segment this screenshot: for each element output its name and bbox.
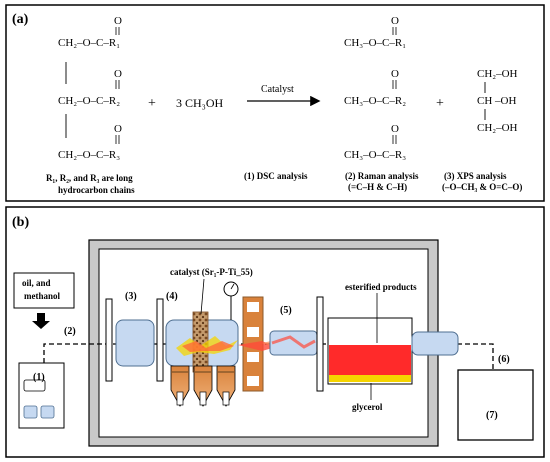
catalyst-label: Catalyst: [261, 84, 294, 95]
panel-b-label: (b): [12, 215, 29, 230]
flame-red: [182, 341, 234, 352]
feed-label-line1: oil, and: [22, 278, 51, 288]
label-n1: (1): [33, 372, 45, 383]
ester-row1: CH₃–O–C–R₁: [344, 37, 406, 49]
tg-o3: O: [114, 123, 122, 135]
methanol-formula: 3 CH₃OH: [176, 96, 224, 110]
tg-row3: CH₂–O–C–R₃: [58, 149, 120, 161]
plus-sign-2: +: [436, 96, 444, 111]
feed-down-arrow-icon: [32, 313, 50, 329]
methyl-esters: O CH₃–O–C–R₁ O CH₃–O–C–R₂ O CH₃–O–C–R₃: [344, 15, 406, 161]
exit-cylinder: [411, 331, 459, 356]
heater-1-tip: [176, 391, 184, 406]
feed-box: [13, 272, 75, 309]
gauge-needle: [230, 283, 235, 290]
r-groups-note-line1: R₁, R₂, and R₃ are long: [46, 173, 133, 183]
raman-analysis-line1: (2) Raman analysis: [345, 171, 419, 181]
ester-row3: CH₃–O–C–R₃: [344, 149, 406, 161]
ester-row2: CH₃–O–C–R₂: [344, 95, 406, 107]
tg-o1: O: [114, 15, 122, 27]
glycerol-label: glycerol: [352, 402, 383, 412]
glycerol-row3: CH₂–OH: [477, 122, 518, 134]
ester-o3: O: [391, 123, 399, 135]
pump-button-left: [23, 405, 38, 419]
label-n4: (4): [166, 291, 178, 302]
middle-plate: [156, 298, 164, 382]
tg-row1: CH₂–O–C–R₁: [58, 37, 120, 49]
pump-display: [23, 379, 46, 392]
outlet-plate: [316, 296, 324, 392]
triglyceride: O CH₂–O–C–R₁ O CH₂–O–C–R₂ O CH₂–O–C–R₃: [58, 15, 122, 161]
heater-1: [170, 365, 190, 407]
pump-button-right: [40, 405, 55, 419]
esterified-products-layer: [329, 345, 411, 375]
collection-box: [457, 369, 534, 441]
preheater-3: [115, 319, 155, 367]
label-n5: (5): [280, 305, 292, 316]
heater-2: [193, 365, 213, 407]
xps-analysis-line2: (–O–CH₃ & O=C–O): [442, 182, 522, 192]
dsc-analysis-label: (1) DSC analysis: [244, 171, 308, 181]
glycerol-row1: CH₂–OH: [477, 68, 518, 80]
panel-a: (a) O CH₂–O–C–R₁ O CH₂–O–C–R₂ O CH₂–O–C–…: [5, 4, 545, 202]
panel-a-frame: [5, 4, 545, 202]
heater-3-tip: [222, 391, 230, 406]
panel-b: (b) oil, and methanol (1) (2) (3) (4): [5, 206, 545, 458]
ester-o1: O: [391, 15, 399, 27]
catalyst-leader-line: [200, 278, 205, 315]
esterified-products-label: esterified products: [345, 282, 417, 292]
feed-label-line2: methanol: [24, 291, 60, 301]
plus-sign-1: +: [148, 96, 156, 111]
flame-streak-3: [271, 335, 316, 349]
heating-plate-window-3: [247, 352, 259, 362]
heater-3: [216, 365, 236, 407]
inlet-plate: [105, 298, 113, 382]
label-n6: (6): [498, 354, 510, 365]
heating-plate-window-1: [247, 302, 259, 312]
glycerol-structure: CH₂–OH CH –OH CH₂–OH: [477, 68, 518, 134]
heater-2-tip: [199, 391, 207, 406]
heating-plate-window-4: [247, 376, 259, 386]
tg-o2: O: [114, 68, 122, 80]
heating-plate-window-2: [247, 327, 259, 337]
label-n7: (7): [486, 410, 498, 421]
label-n3: (3): [125, 291, 137, 302]
r-groups-note-line2: hydrocarbon chains: [58, 185, 135, 195]
panel-a-label: (a): [12, 12, 29, 27]
xps-analysis-line1: (3) XPS analysis: [444, 171, 507, 181]
tg-row2: CH₂–O–C–R₂: [58, 95, 120, 107]
glycerol-layer: [329, 375, 411, 382]
ester-o2: O: [391, 68, 399, 80]
glycerol-row2: CH –OH: [477, 95, 516, 107]
label-n2: (2): [64, 326, 76, 337]
catalyst-component-label: catalyst (Sr₁-P-Ti_55): [170, 267, 253, 277]
raman-analysis-line2: (=C–H & C–H): [348, 182, 407, 192]
heater-array: [170, 365, 236, 407]
